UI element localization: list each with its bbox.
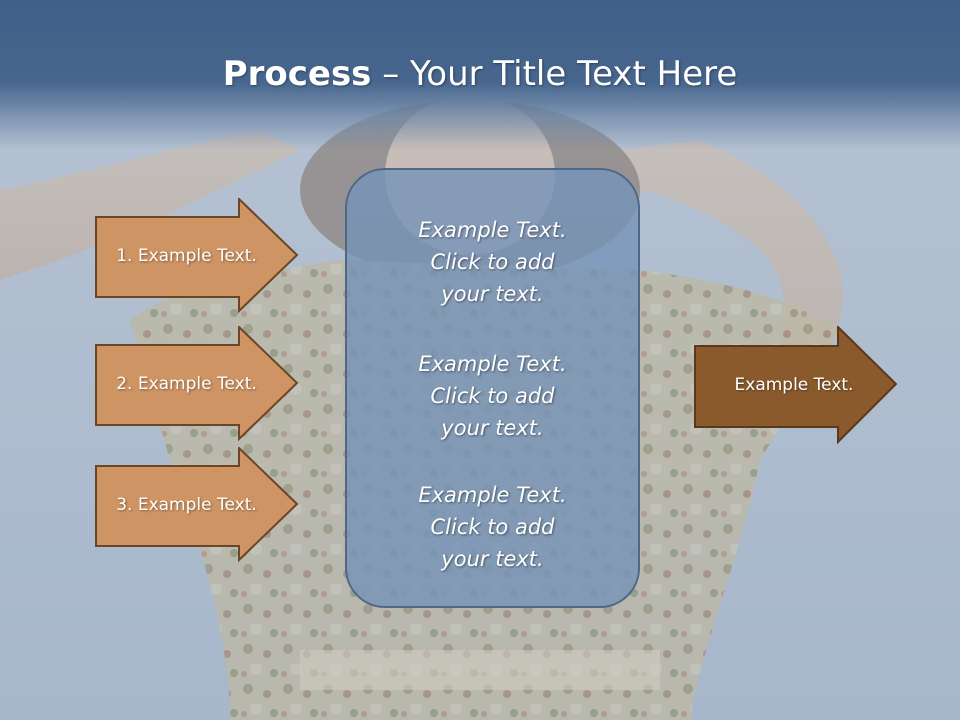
left-arrow-label: 3. Example Text.: [116, 494, 257, 515]
title-bold: Process: [222, 54, 372, 94]
arrow-shape-icon: [694, 326, 898, 445]
center-line: your text.: [441, 282, 544, 306]
title-rest: – Your Title Text Here: [371, 54, 738, 94]
center-text-block-3[interactable]: Example Text. Click to add your text.: [347, 479, 638, 575]
center-line: Click to add: [430, 515, 555, 539]
arrow-shape-icon: [95, 198, 299, 313]
left-arrow-3[interactable]: 3. Example Text.: [95, 447, 300, 562]
slide-title[interactable]: Process – Your Title Text Here: [0, 52, 960, 96]
left-arrow-label: 1. Example Text.: [116, 245, 257, 266]
left-arrow-1[interactable]: 1. Example Text.: [95, 198, 300, 313]
center-line: your text.: [441, 547, 544, 571]
center-line: Example Text.: [418, 352, 567, 376]
right-arrow-label: Example Text.: [734, 374, 854, 395]
right-arrow[interactable]: Example Text.: [694, 326, 899, 445]
center-text-box[interactable]: Example Text. Click to add your text. Ex…: [345, 168, 640, 608]
left-arrow-2[interactable]: 2. Example Text.: [95, 326, 300, 441]
center-text-block-1[interactable]: Example Text. Click to add your text.: [347, 214, 638, 310]
center-line: Click to add: [430, 384, 555, 408]
arrow-shape-icon: [95, 447, 299, 562]
center-line: Example Text.: [418, 483, 567, 507]
center-line: Example Text.: [418, 218, 567, 242]
center-line: Click to add: [430, 250, 555, 274]
left-arrow-label: 2. Example Text.: [116, 373, 257, 394]
title-band: [0, 0, 960, 150]
center-text-block-2[interactable]: Example Text. Click to add your text.: [347, 348, 638, 444]
center-line: your text.: [441, 416, 544, 440]
arrow-shape-icon: [95, 326, 299, 441]
